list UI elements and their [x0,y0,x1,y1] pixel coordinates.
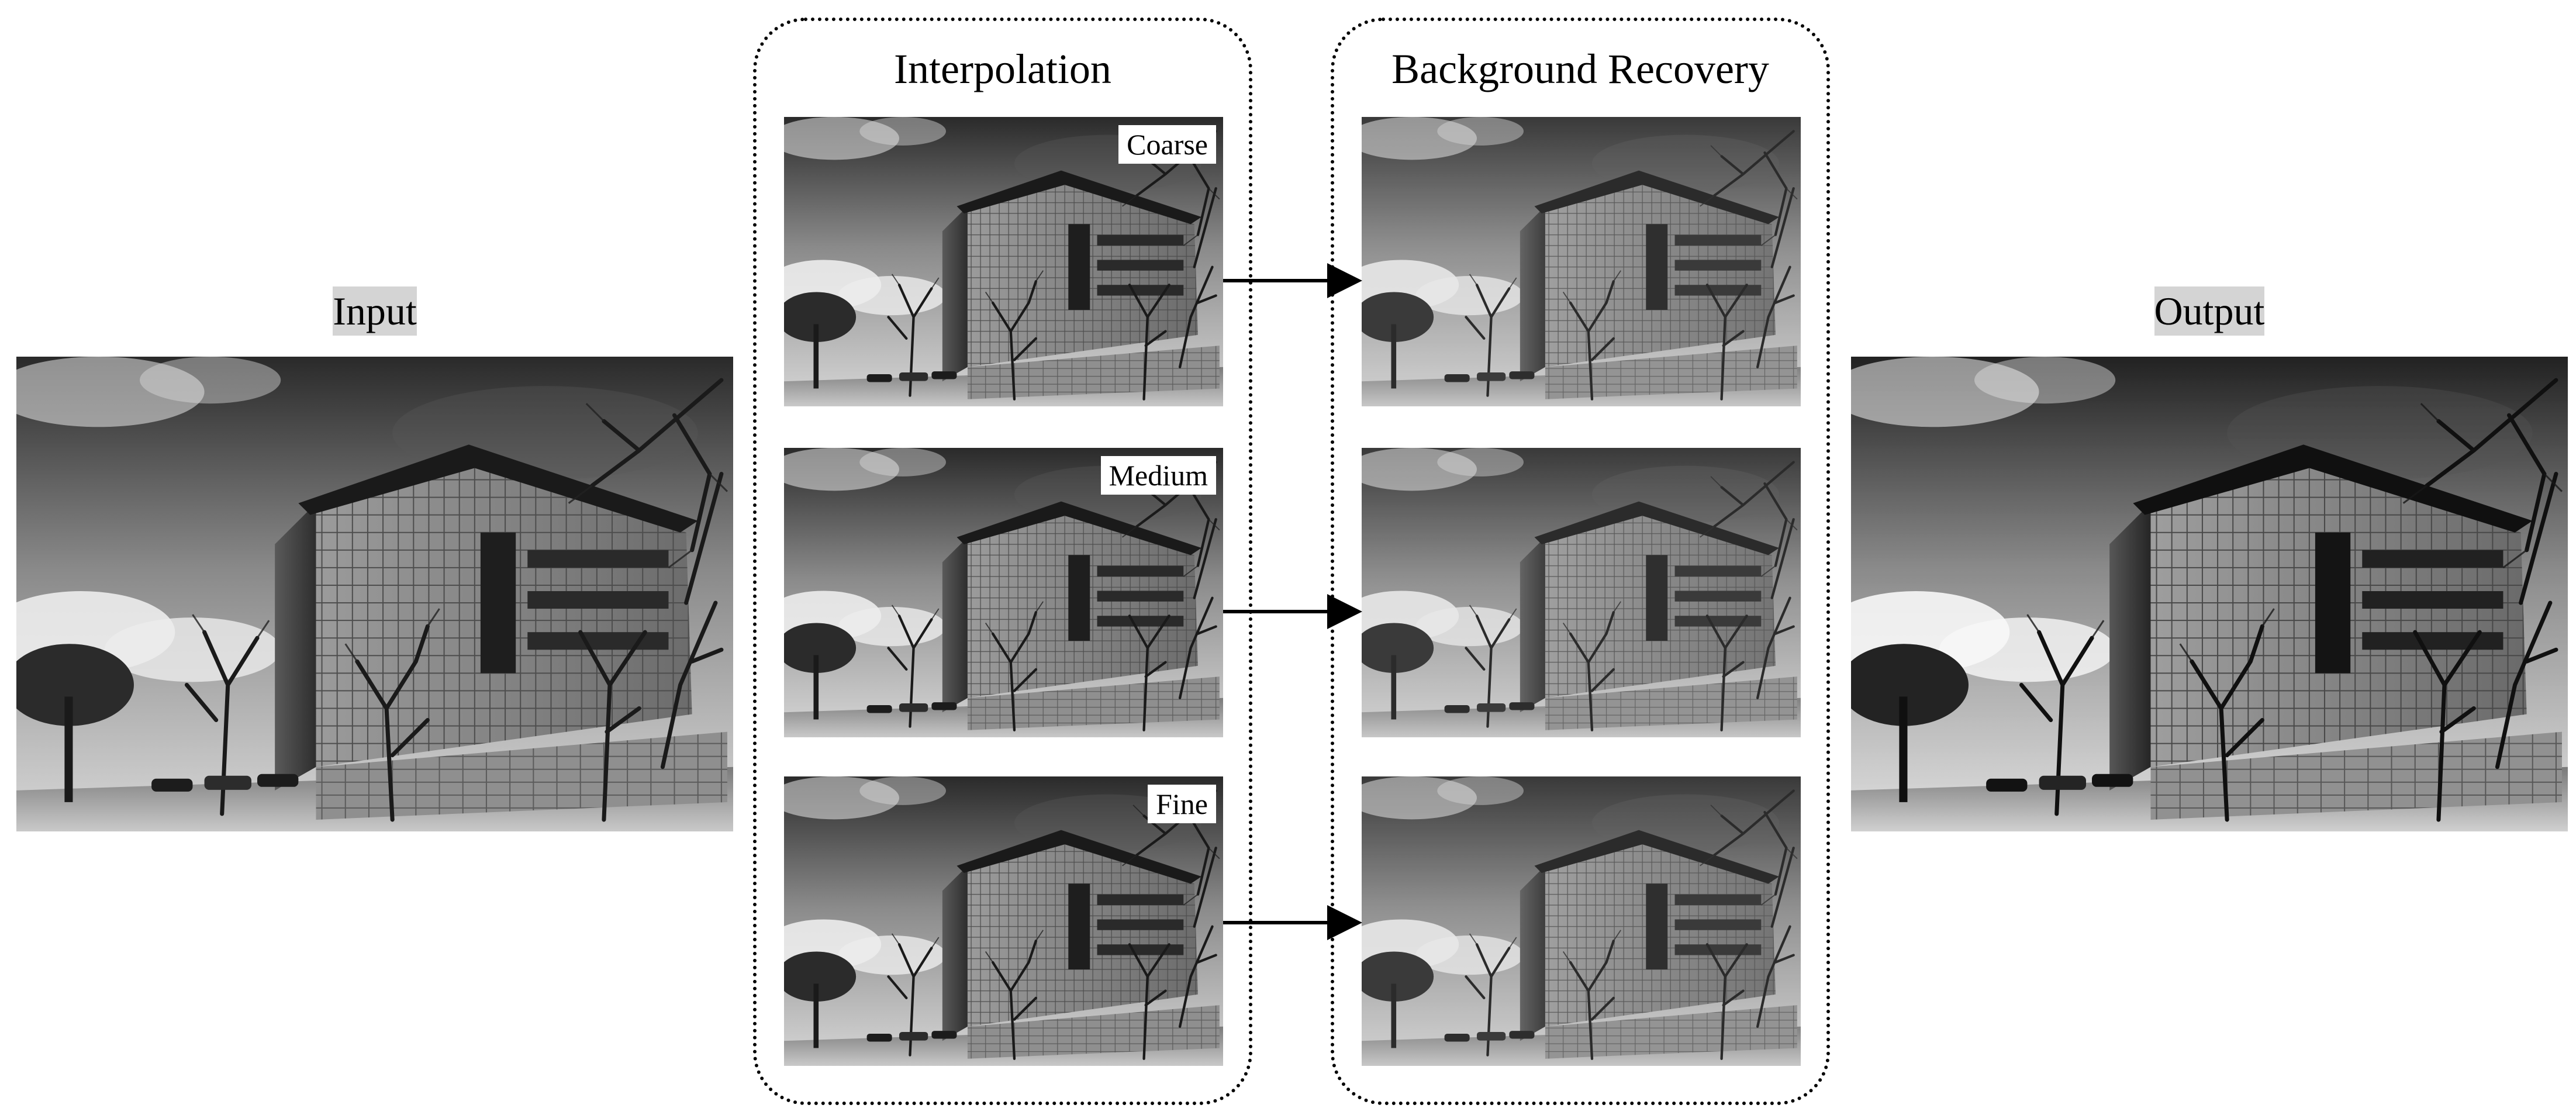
input-label-text: Input [333,286,417,336]
interpolation-image-medium: Medium [784,448,1223,737]
interpolation-image-coarse: Coarse [784,117,1223,406]
interpolation-image-fine: Fine [784,776,1223,1066]
background-recovery-title: Background Recovery [1391,46,1769,92]
level-tag-coarse: Coarse [1118,125,1216,164]
background-recovery-group [1331,18,1830,1105]
interpolation-title: Interpolation [894,46,1111,92]
output-label-text: Output [2154,286,2265,336]
level-tag-medium: Medium [1100,456,1216,495]
output-label: Output [1851,286,2568,336]
output-image [1851,357,2568,831]
input-label: Input [16,286,733,336]
level-tag-fine: Fine [1148,785,1216,823]
interpolation-group [753,18,1252,1105]
